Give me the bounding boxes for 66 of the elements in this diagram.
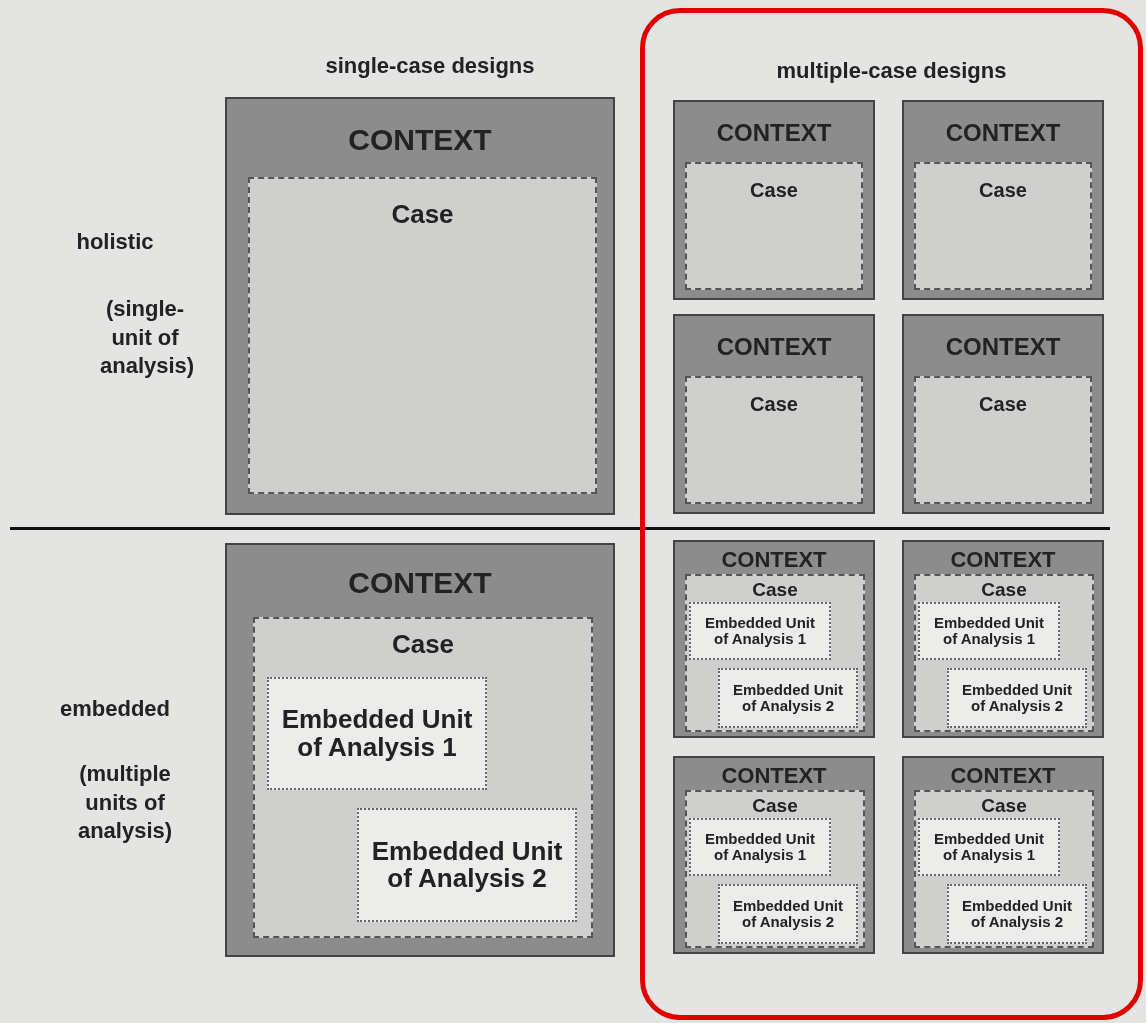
case-label: Case xyxy=(750,180,798,201)
unit-label: Embedded Unit of Analysis 1 xyxy=(704,615,816,647)
case-box xyxy=(685,376,863,504)
case-box xyxy=(914,790,1094,948)
case-box xyxy=(914,574,1094,732)
embedded-unit-box xyxy=(689,818,831,876)
case-label: Case xyxy=(981,796,1027,816)
unit-label: Embedded Unit of Analysis 2 xyxy=(961,898,1073,930)
context-heading: CONTEXT xyxy=(348,567,492,599)
context-heading: CONTEXT xyxy=(950,764,1056,788)
embedded-unit-box xyxy=(918,818,1060,876)
unit-label: Embedded Unit of Analysis 2 xyxy=(961,682,1073,714)
context-box xyxy=(673,314,875,514)
row-note: (multiple units of analysis) xyxy=(76,760,174,846)
case-box xyxy=(253,617,593,938)
case-label: Case xyxy=(391,201,454,229)
case-box xyxy=(685,162,863,290)
context-box xyxy=(225,97,615,515)
context-heading: CONTEXT xyxy=(716,334,832,360)
context-box xyxy=(902,756,1104,954)
context-heading: CONTEXT xyxy=(945,120,1061,146)
embedded-unit-box xyxy=(689,602,831,660)
case-box xyxy=(685,574,865,732)
unit-label: Embedded Unit of Analysis 1 xyxy=(704,831,816,863)
context-heading: CONTEXT xyxy=(348,124,492,156)
context-heading: CONTEXT xyxy=(721,764,827,788)
column-heading: multiple-case designs xyxy=(776,59,1007,83)
case-box xyxy=(914,376,1092,504)
unit-label: Embedded Unit of Analysis 2 xyxy=(370,837,564,893)
case-label: Case xyxy=(391,631,455,659)
context-box xyxy=(902,540,1104,738)
row-heading: holistic xyxy=(75,228,155,256)
case-label: Case xyxy=(981,580,1027,600)
case-label: Case xyxy=(979,394,1027,415)
unit-label: Embedded Unit of Analysis 2 xyxy=(732,682,844,714)
column-heading: single-case designs xyxy=(324,52,536,80)
context-box xyxy=(225,543,615,957)
context-heading: CONTEXT xyxy=(945,334,1061,360)
highlight-outline xyxy=(640,8,1143,1020)
context-heading: CONTEXT xyxy=(721,548,827,572)
embedded-unit-box xyxy=(947,884,1087,944)
case-label: Case xyxy=(752,796,798,816)
unit-label: Embedded Unit of Analysis 1 xyxy=(280,706,474,761)
context-box xyxy=(902,100,1104,300)
embedded-unit-box xyxy=(918,602,1060,660)
context-box xyxy=(673,540,875,738)
context-heading: CONTEXT xyxy=(950,548,1056,572)
case-label: Case xyxy=(750,394,798,415)
case-box xyxy=(914,162,1092,290)
context-box xyxy=(673,756,875,954)
context-box xyxy=(673,100,875,300)
embedded-unit-box xyxy=(357,808,577,922)
case-label: Case xyxy=(752,580,798,600)
case-box xyxy=(685,790,865,948)
case-box xyxy=(248,177,597,494)
unit-label: Embedded Unit of Analysis 1 xyxy=(933,615,1045,647)
embedded-unit-box xyxy=(267,677,487,790)
context-box xyxy=(902,314,1104,514)
unit-label: Embedded Unit of Analysis 1 xyxy=(933,831,1045,863)
embedded-unit-box xyxy=(718,668,858,728)
row-heading: embedded xyxy=(59,695,171,723)
embedded-unit-box xyxy=(718,884,858,944)
embedded-unit-box xyxy=(947,668,1087,728)
unit-label: Embedded Unit of Analysis 2 xyxy=(732,898,844,930)
context-heading: CONTEXT xyxy=(716,120,832,146)
case-label: Case xyxy=(979,180,1027,201)
